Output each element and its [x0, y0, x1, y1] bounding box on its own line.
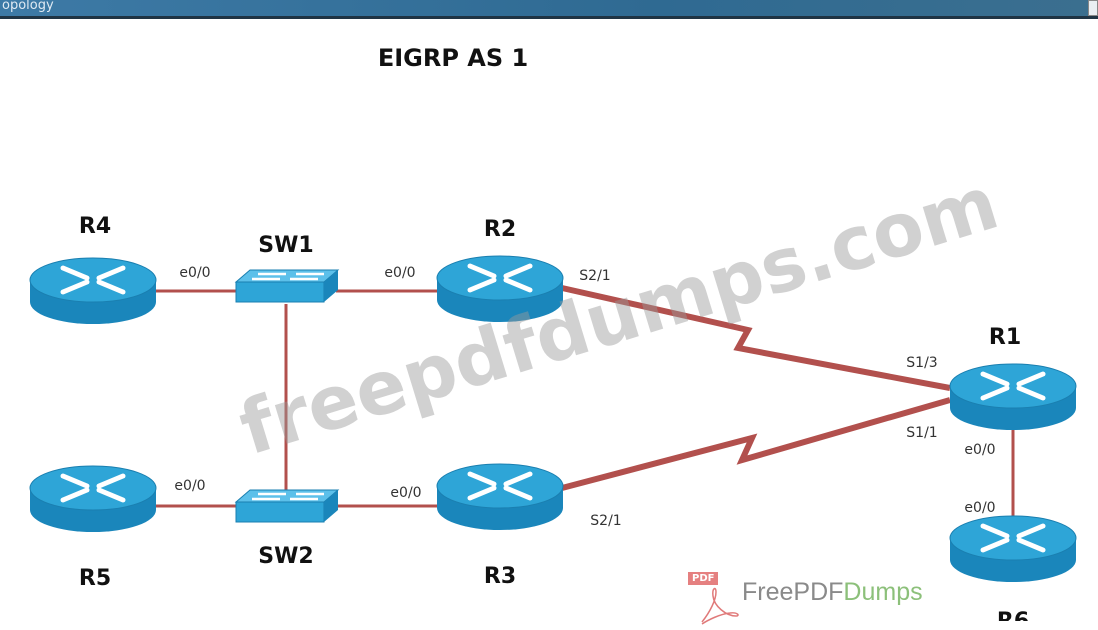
- logo-text-free: FreePDF: [742, 578, 844, 606]
- router-r3-icon[interactable]: [437, 464, 563, 530]
- diagram-title: EIGRP AS 1: [378, 44, 528, 72]
- label-sw1: SW1: [258, 233, 313, 258]
- iface-r1-s1-3: S1/3: [906, 355, 937, 371]
- switch-sw1-icon[interactable]: [234, 268, 340, 304]
- iface-r3-e0-0: e0/0: [390, 485, 421, 501]
- pdf-badge: PDF: [688, 572, 719, 585]
- window-title: opology: [2, 0, 54, 13]
- logo-text-dumps: Dumps: [843, 578, 923, 606]
- label-r4: R4: [79, 214, 111, 239]
- iface-r4-e0-0: e0/0: [179, 265, 210, 281]
- iface-r2-s2-1: S2/1: [579, 268, 610, 284]
- iface-r3-s2-1: S2/1: [590, 513, 621, 529]
- label-r5: R5: [79, 566, 111, 591]
- router-r1-icon[interactable]: [950, 364, 1076, 430]
- switch-sw2-icon[interactable]: [234, 488, 340, 524]
- iface-r6-e0-0: e0/0: [964, 500, 995, 516]
- router-r4-icon[interactable]: [30, 258, 156, 324]
- serial-link-r2-r1: [561, 285, 951, 391]
- iface-r1-s1-1: S1/1: [906, 425, 937, 441]
- iface-r2-e0-0: e0/0: [384, 265, 415, 281]
- label-r1: R1: [989, 325, 1021, 350]
- serial-link-r3-r1: [561, 397, 951, 491]
- window-titlebar: opology: [0, 0, 1098, 19]
- label-r2: R2: [484, 217, 516, 242]
- label-sw2: SW2: [258, 544, 313, 569]
- label-r3: R3: [484, 564, 516, 589]
- watermark: freepdfdumps.com: [230, 160, 1008, 472]
- router-r6-icon[interactable]: [950, 516, 1076, 582]
- acrobat-icon: [701, 587, 739, 625]
- iface-r1-e0-0: e0/0: [964, 442, 995, 458]
- iface-r5-e0-0: e0/0: [174, 478, 205, 494]
- router-r5-icon[interactable]: [30, 466, 156, 532]
- label-r6: R6: [997, 609, 1029, 621]
